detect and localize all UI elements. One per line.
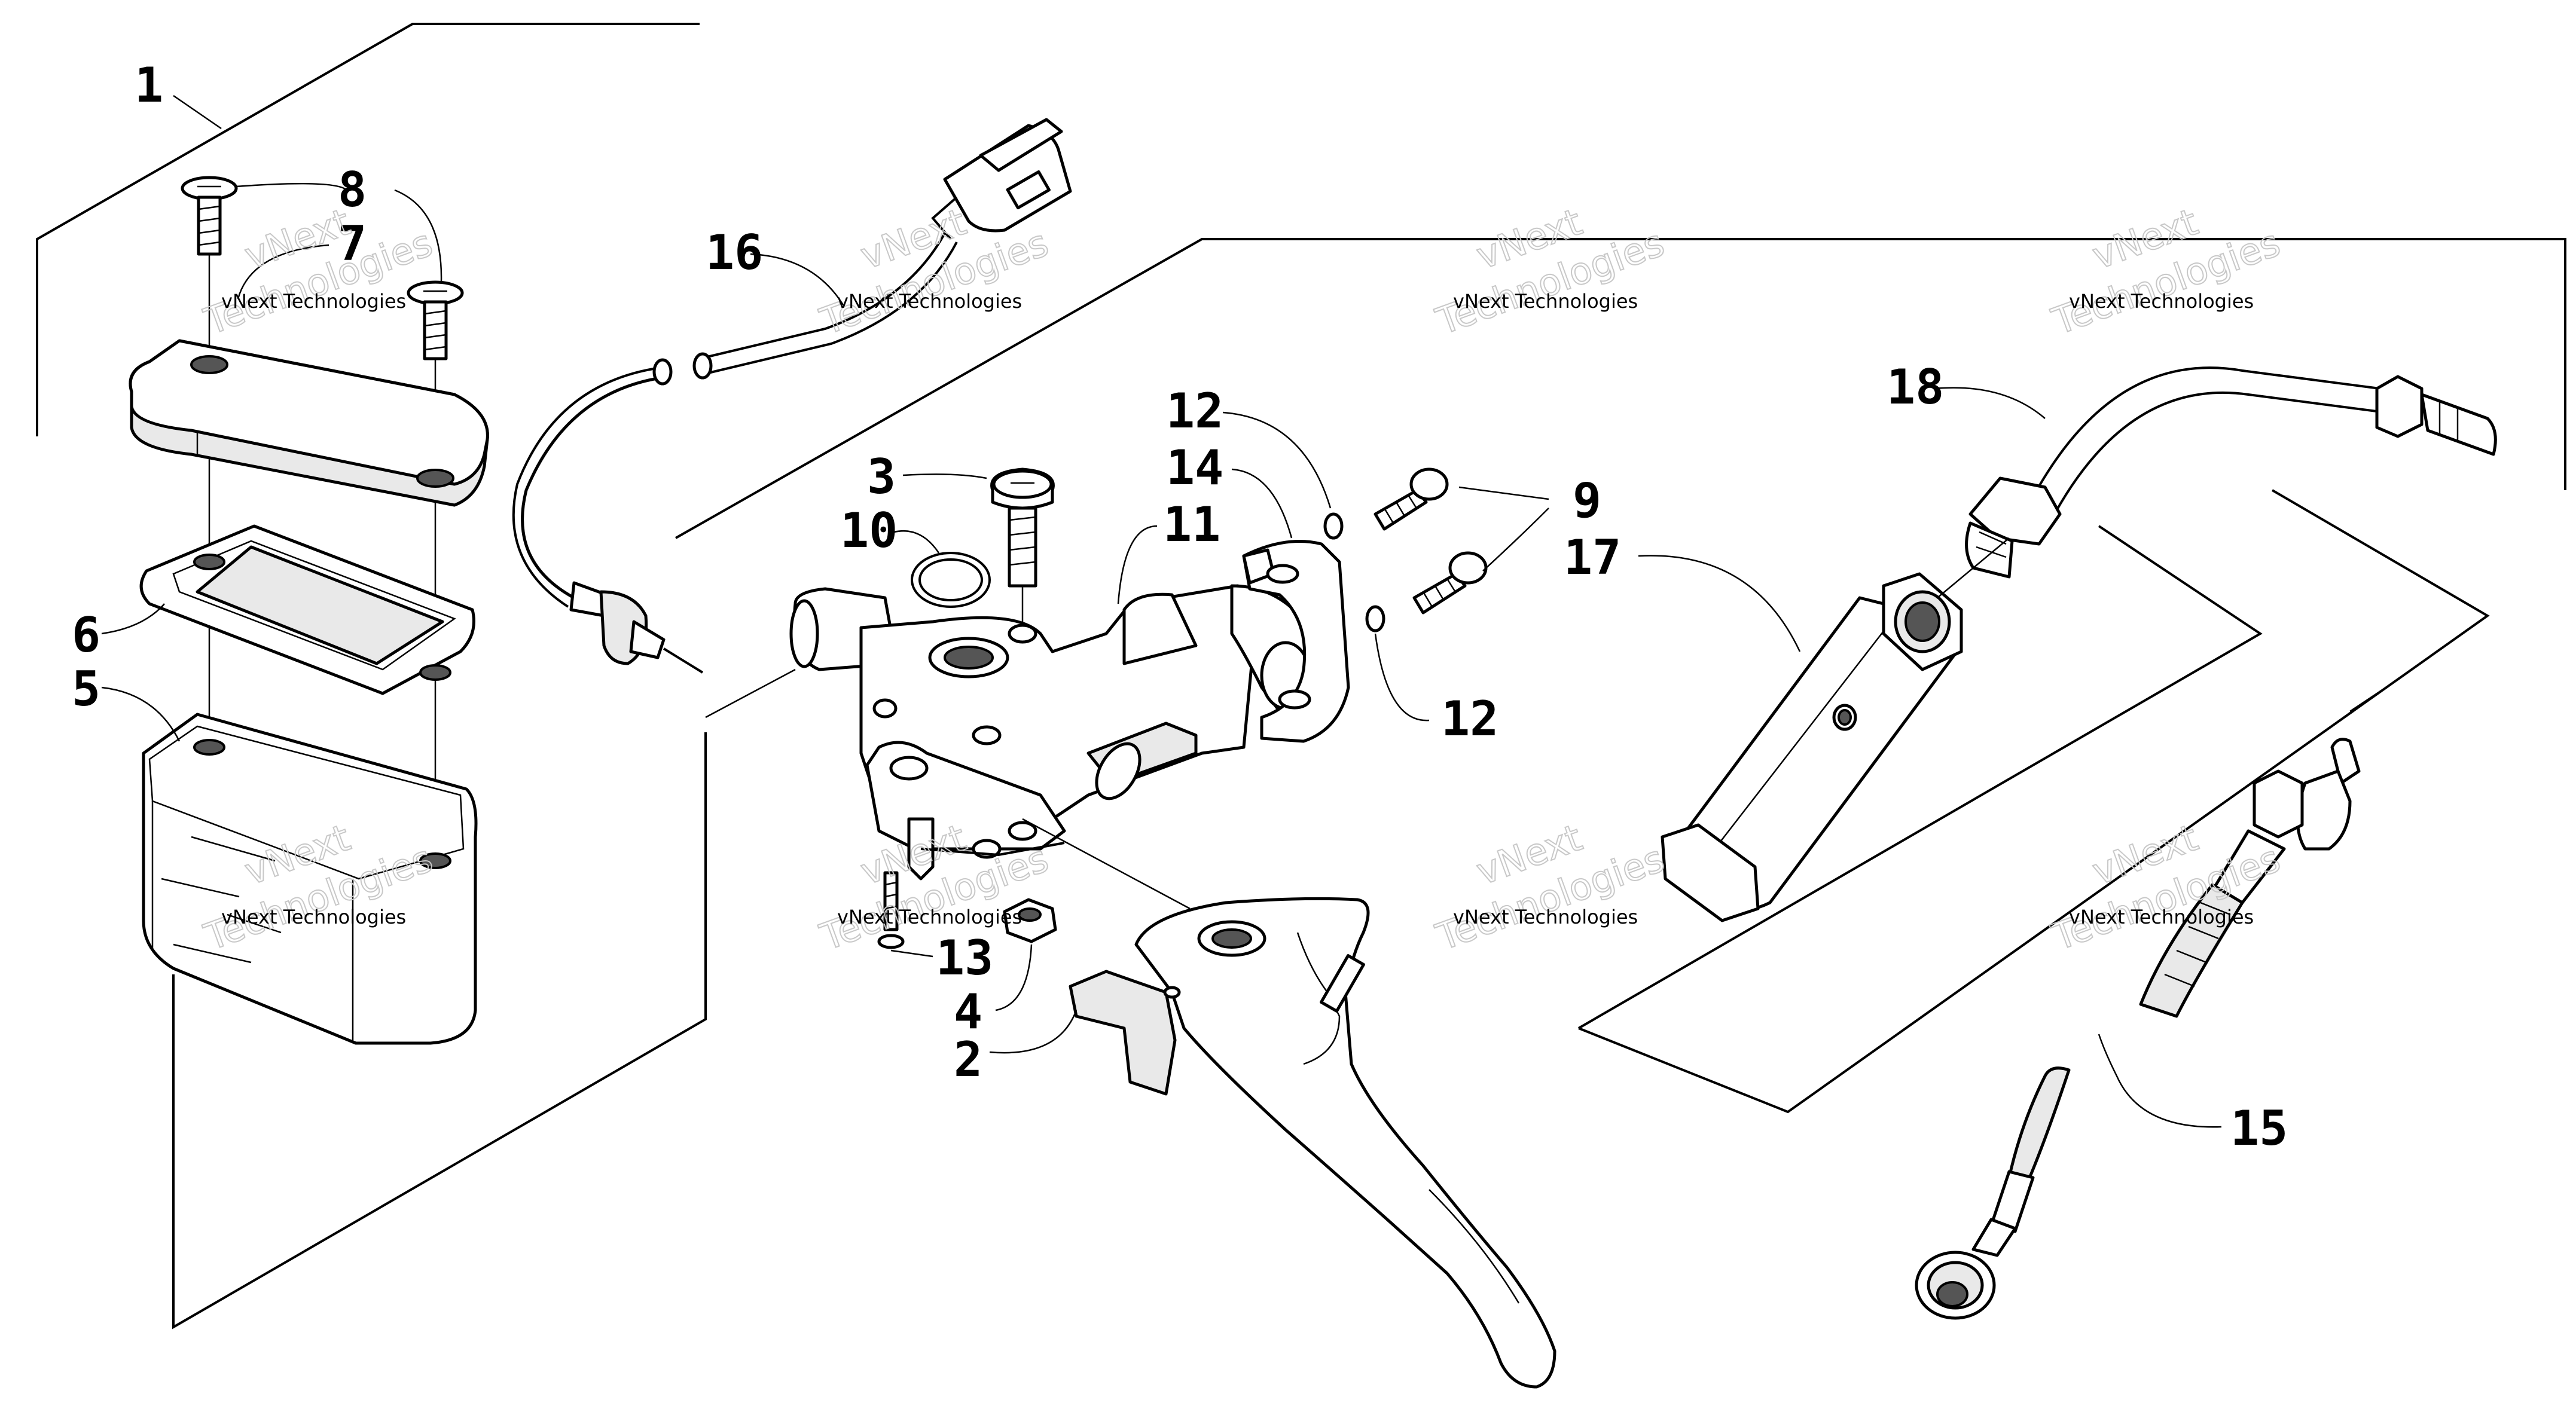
callout-3: 3 [867,449,896,505]
screw-8-left [181,176,238,256]
callout-15: 15 [2230,1101,2288,1156]
callout-17: 17 [1564,530,1621,585]
svg-text:vNext Technologies: vNext Technologies [2069,906,2254,928]
leader-16 [750,253,844,305]
watermark-7: vNext Technologies vNext Technologies [1430,815,1670,959]
callout-8: 8 [338,162,367,218]
callout-6: 6 [72,607,100,663]
leader-15 [2098,1034,2222,1128]
leader-17 [1638,555,1801,652]
leader-5 [101,686,181,742]
brake-line-18 [1965,366,2497,579]
callout-12-bottom: 12 [1441,691,1498,747]
watermark-4: vNext Technologies vNext Technologies [2046,199,2286,344]
washer-12-top [1323,512,1344,540]
leader-10 [893,530,940,554]
svg-text:vNext Technologies: vNext Technologies [2069,290,2254,313]
guide-15 [2349,686,2386,713]
leader-7 [237,244,329,299]
leader-12-bottom [1374,633,1430,722]
pin-13 [877,871,905,949]
gasket-6 [139,524,475,695]
leader-2 [989,1010,1078,1054]
callout-13: 13 [936,930,993,986]
leader-4 [995,944,1033,1011]
callout-14: 14 [1166,440,1223,496]
assembly-frames [36,23,2566,1329]
washer-12-bottom [1365,605,1385,632]
bolt-9-bottom [1412,551,1488,615]
leader-9 [1458,486,1549,571]
callout-16: 16 [706,225,763,280]
leader-1 [173,94,222,130]
svg-text:vNext Technologies: vNext Technologies [837,290,1022,313]
leader-14 [1231,468,1293,539]
wire-harness-16 [512,118,1072,674]
reservoir-cover-7 [129,339,489,507]
watermark-1: vNext Technologies vNext Technologies [198,199,438,344]
leader-12-top [1222,411,1332,509]
master-cylinder-body-11 [789,584,1322,881]
clamp-14 [1242,540,1350,743]
callout-18: 18 [1887,359,1944,415]
callout-5: 5 [72,661,100,717]
leader-6 [101,603,165,635]
reservoir-body-5 [142,713,478,1045]
svg-text:vNext Technologies: vNext Technologies [837,906,1022,928]
svg-text:vNext Technologies: vNext Technologies [221,290,406,313]
callout-labels: 1 2 3 4 5 6 7 8 9 10 11 12 12 13 14 15 1… [72,57,2288,1156]
svg-text:vNext Technologies: vNext Technologies [221,906,406,928]
callout-4: 4 [954,984,982,1040]
watermarks: vNext Technologies vNext Technologies vN… [198,199,2286,959]
callout-12-top: 12 [1166,383,1223,439]
callout-11: 11 [1163,497,1220,552]
watermark-3: vNext Technologies vNext Technologies [1430,199,1670,344]
leader-3 [902,473,987,479]
callout-9: 9 [1573,473,1601,528]
fitting-block-17 [1661,572,1963,922]
svg-text:vNext Technologies: vNext Technologies [1453,290,1638,313]
braided-hose-15 [1915,738,2361,1320]
o-ring-10 [911,552,991,608]
screw-3 [990,467,1055,765]
callout-7: 7 [338,216,367,271]
callout-2: 2 [954,1032,982,1087]
nut-4 [1003,898,1057,943]
leader-13 [890,949,933,958]
callout-10: 10 [840,503,898,558]
screw-8-right [407,280,464,360]
lever-2 [1069,897,1556,1389]
guide-17-18 [1937,537,2010,598]
leader-8 [236,182,442,282]
cylinder-guide-lines [705,668,1191,910]
leader-18 [1934,387,2046,419]
svg-text:vNext Technologies: vNext Technologies [1453,906,1638,928]
leader-11 [1117,525,1158,604]
callout-1: 1 [135,57,163,113]
bolt-9-top [1374,467,1449,531]
